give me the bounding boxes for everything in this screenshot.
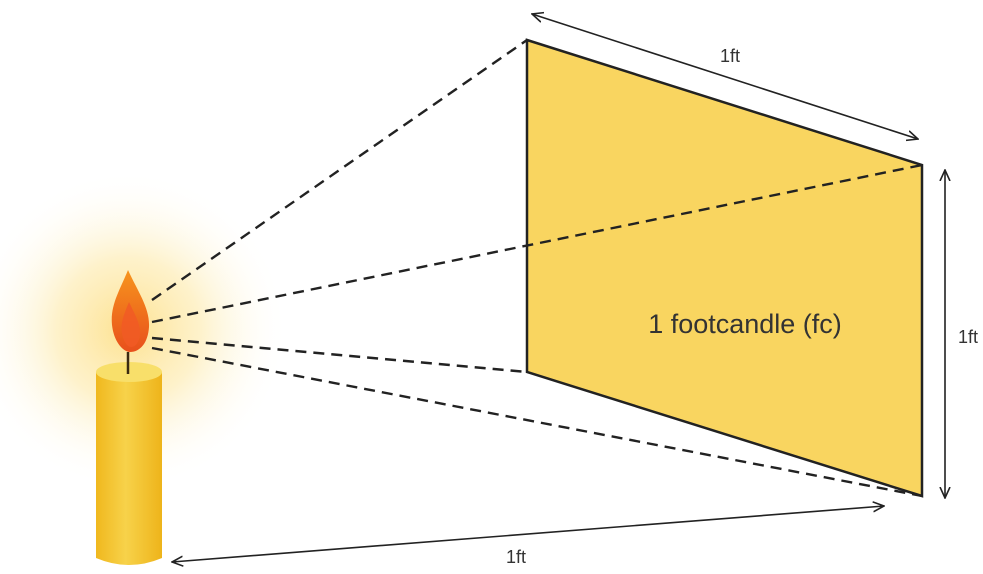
surface-label: 1 footcandle (fc) [648,309,842,339]
light-ray-bottom-right [151,346,923,498]
candle-body [96,372,162,565]
light-ray-top-right [151,163,923,324]
illuminated-surface [525,38,924,498]
light-rays [151,39,923,498]
bottom-dimension-arrow [172,506,884,562]
top-dimension-label: 1ft [720,46,740,66]
flame-inner-icon [121,302,140,347]
candle [96,270,162,565]
light-ray-bottom-left [151,336,528,374]
bottom-dimension-label: 1ft [506,547,526,567]
light-ray-top-left [151,39,528,301]
side-dimension-label: 1ft [958,327,978,347]
top-dimension-arrow [532,14,918,139]
